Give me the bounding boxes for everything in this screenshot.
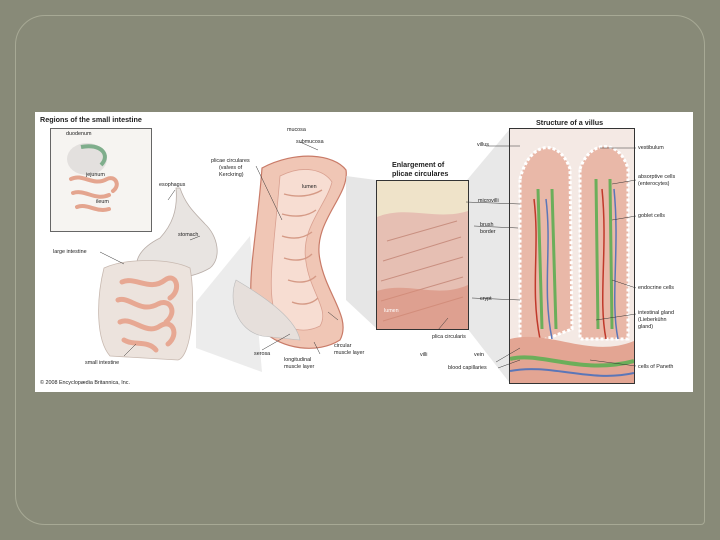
label-gland-line1: intestinal gland xyxy=(638,310,674,316)
label-crypt: crypt xyxy=(480,296,492,302)
label-absorptive-line2: (enterocytes) xyxy=(638,181,669,187)
copyright-text: © 2008 Encyclopædia Britannica, Inc. xyxy=(40,380,130,386)
label-circular-line1: circular xyxy=(334,343,351,349)
label-circular-line2: muscle layer xyxy=(334,350,364,356)
label-plicae-line3: Kerckring) xyxy=(219,172,244,178)
label-small-intestine: small intestine xyxy=(85,360,119,366)
enlargement-title-line1: Enlargement of xyxy=(392,160,444,169)
label-longitudinal-line1: longitudinal xyxy=(284,357,311,363)
label-longitudinal-line2: muscle layer xyxy=(284,364,314,370)
label-plicae-line2: (valves of xyxy=(219,165,242,171)
label-gland-line2: (Lieberkühn xyxy=(638,317,666,323)
label-plica-circularis: plica circularis xyxy=(432,334,466,340)
label-villi: villi xyxy=(420,352,428,358)
label-duodenum: duodenum xyxy=(66,131,91,137)
label-plicae-line1: plicae circulares xyxy=(211,158,250,164)
label-vein: vein xyxy=(474,352,484,358)
label-absorptive-line1: absorptive cells xyxy=(638,174,675,180)
villus-title: Structure of a villus xyxy=(536,118,603,127)
label-villus: villus xyxy=(477,142,489,148)
label-mucosa: mucosa xyxy=(287,127,306,133)
regions-title: Regions of the small intestine xyxy=(40,115,142,124)
label-blood-capillaries: blood capillaries xyxy=(448,365,487,371)
label-gland-line3: gland) xyxy=(638,324,653,330)
label-endocrine-cells: endocrine cells xyxy=(638,285,674,291)
label-lumen: lumen xyxy=(302,184,317,190)
label-paneth: cells of Paneth xyxy=(638,364,673,370)
label-esophagus: esophagus xyxy=(159,182,185,188)
label-lumen-zoom: lumen xyxy=(384,308,399,314)
label-vestibulum: vestibulum xyxy=(638,145,664,151)
label-brush-line1: brush xyxy=(480,222,494,228)
label-ileum: ileum xyxy=(96,199,109,205)
enlargement-title-line2: plicae circulares xyxy=(392,169,448,178)
label-large-intestine: large intestine xyxy=(53,249,87,255)
label-brush-line2: border xyxy=(480,229,496,235)
label-jejunum: jejunum xyxy=(86,172,105,178)
label-goblet-cells: goblet cells xyxy=(638,213,665,219)
label-stomach: stomach xyxy=(178,232,198,238)
label-submucosa: submucosa xyxy=(296,139,324,145)
label-microvilli: microvilli xyxy=(478,198,499,204)
label-serosa: serosa xyxy=(254,351,270,357)
